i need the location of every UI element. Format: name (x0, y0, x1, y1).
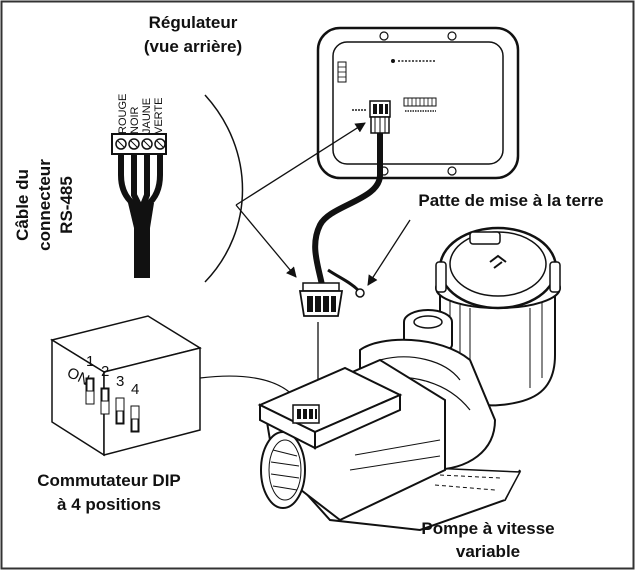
arrow-to-ground-tab (367, 219, 411, 286)
dip-number-1: 1 (86, 353, 94, 370)
arrow-to-plug (235, 204, 297, 278)
cable-label-line2: connecteur (35, 159, 54, 251)
wire-color-label-2: JAUNE (141, 98, 153, 134)
ground-tab-label: Patte de mise à la terre (418, 191, 604, 210)
rs485-cable-line (312, 133, 383, 286)
rs485-plug (298, 282, 344, 317)
cable-label-line3: RS-485 (57, 176, 76, 234)
dip-switch-label-line2: à 4 positions (57, 495, 161, 514)
ground-tab-ring (355, 288, 365, 298)
dip-switch-label-line1: Commutateur DIP (37, 471, 181, 490)
bracket-curve (204, 94, 244, 283)
controller-title-line2: (vue arrière) (143, 37, 243, 56)
wire-color-label-1: NOIR (129, 106, 141, 134)
dip-number-4: 4 (131, 381, 139, 398)
dip-number-3: 3 (116, 373, 124, 390)
cable-connector-detail (111, 133, 167, 278)
pump-label-line2: variable (455, 542, 521, 561)
pump-label-line1: Pompe à vitesse (421, 519, 555, 538)
ground-wire (327, 268, 360, 292)
wire-color-label-3: VERTE (153, 98, 165, 134)
controller-rear-view (316, 26, 520, 180)
variable-speed-pump (257, 226, 561, 532)
cable-label-line1: Câble du (13, 169, 32, 241)
dip-switch (50, 315, 202, 457)
dip-number-2: 2 (101, 363, 109, 380)
arrow-to-controller (235, 122, 366, 206)
controller-title-line1: Régulateur (148, 13, 238, 32)
wire-color-label-0: ROUGE (117, 94, 129, 134)
